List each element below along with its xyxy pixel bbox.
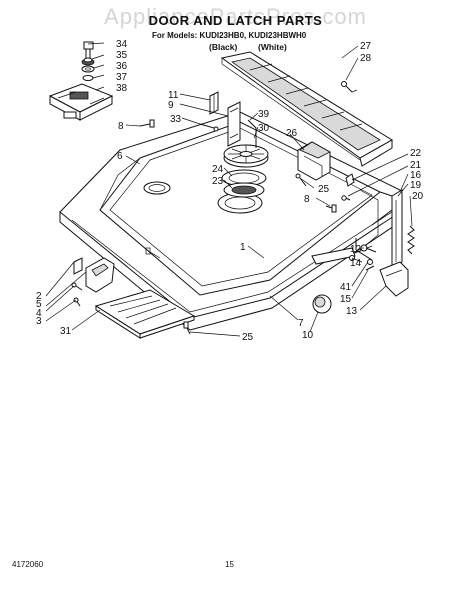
callout-2: 2 [36, 291, 42, 302]
access-panel [94, 289, 196, 339]
callout-37: 37 [116, 72, 128, 83]
callout-22: 22 [410, 148, 422, 159]
callout-21: 21 [410, 160, 422, 171]
callout-5: 5 [36, 299, 42, 310]
callout-1: 1 [240, 242, 246, 253]
callout-9: 9 [168, 100, 174, 111]
handle-parts [139, 91, 241, 147]
callout-11: 11 [168, 90, 179, 101]
callout-4: 4 [36, 308, 42, 319]
callout-28: 28 [360, 53, 372, 64]
callout-10: 10 [302, 330, 314, 341]
callout-7: 7 [298, 318, 304, 329]
callout-labels: 34 35 36 37 38 27 28 11 9 33 39 30 8 6 2… [36, 39, 424, 343]
callout-25-bottom: 25 [242, 332, 254, 343]
callout-23: 23 [212, 176, 224, 187]
callout-38: 38 [116, 83, 128, 94]
callout-14: 14 [350, 258, 362, 269]
callout-8-left: 8 [118, 121, 124, 132]
callout-12: 12 [350, 244, 362, 255]
callout-3: 3 [36, 316, 42, 327]
color-white-label: (White) [258, 42, 287, 52]
callout-31: 31 [60, 326, 72, 337]
callout-6: 6 [117, 151, 123, 162]
callout-16: 16 [410, 170, 422, 181]
diagram-title: DOOR AND LATCH PARTS [148, 13, 323, 28]
callout-35: 35 [116, 50, 128, 61]
page-number: 15 [225, 560, 234, 569]
color-black-label: (Black) [209, 42, 238, 52]
latch-mechanism [48, 41, 114, 121]
callout-19: 19 [410, 180, 422, 191]
callout-15: 15 [340, 294, 352, 305]
callout-26: 26 [286, 128, 298, 139]
model-numbers: For Models: KUDI23HB0, KUDI23HBWH0 [152, 31, 307, 40]
latch-bracket [295, 141, 331, 187]
callout-20: 20 [412, 191, 424, 202]
callout-33: 33 [170, 114, 182, 125]
callout-41: 41 [340, 282, 352, 293]
callout-24: 24 [212, 164, 224, 175]
callout-36: 36 [116, 61, 128, 72]
callout-13: 13 [346, 306, 358, 317]
vent-assembly [220, 51, 393, 167]
callout-39: 39 [258, 109, 270, 120]
callout-34: 34 [116, 39, 128, 50]
callout-8-right: 8 [304, 194, 310, 205]
hinge-parts [325, 173, 415, 269]
door-knob [312, 294, 332, 314]
document-number: 4172060 [12, 560, 44, 569]
callout-25-top: 25 [318, 184, 330, 195]
dispenser-parts [221, 119, 269, 198]
leader-lines [45, 42, 413, 337]
callout-27: 27 [360, 41, 372, 52]
callout-30: 30 [258, 123, 270, 134]
bottom-latch-parts [71, 257, 115, 307]
